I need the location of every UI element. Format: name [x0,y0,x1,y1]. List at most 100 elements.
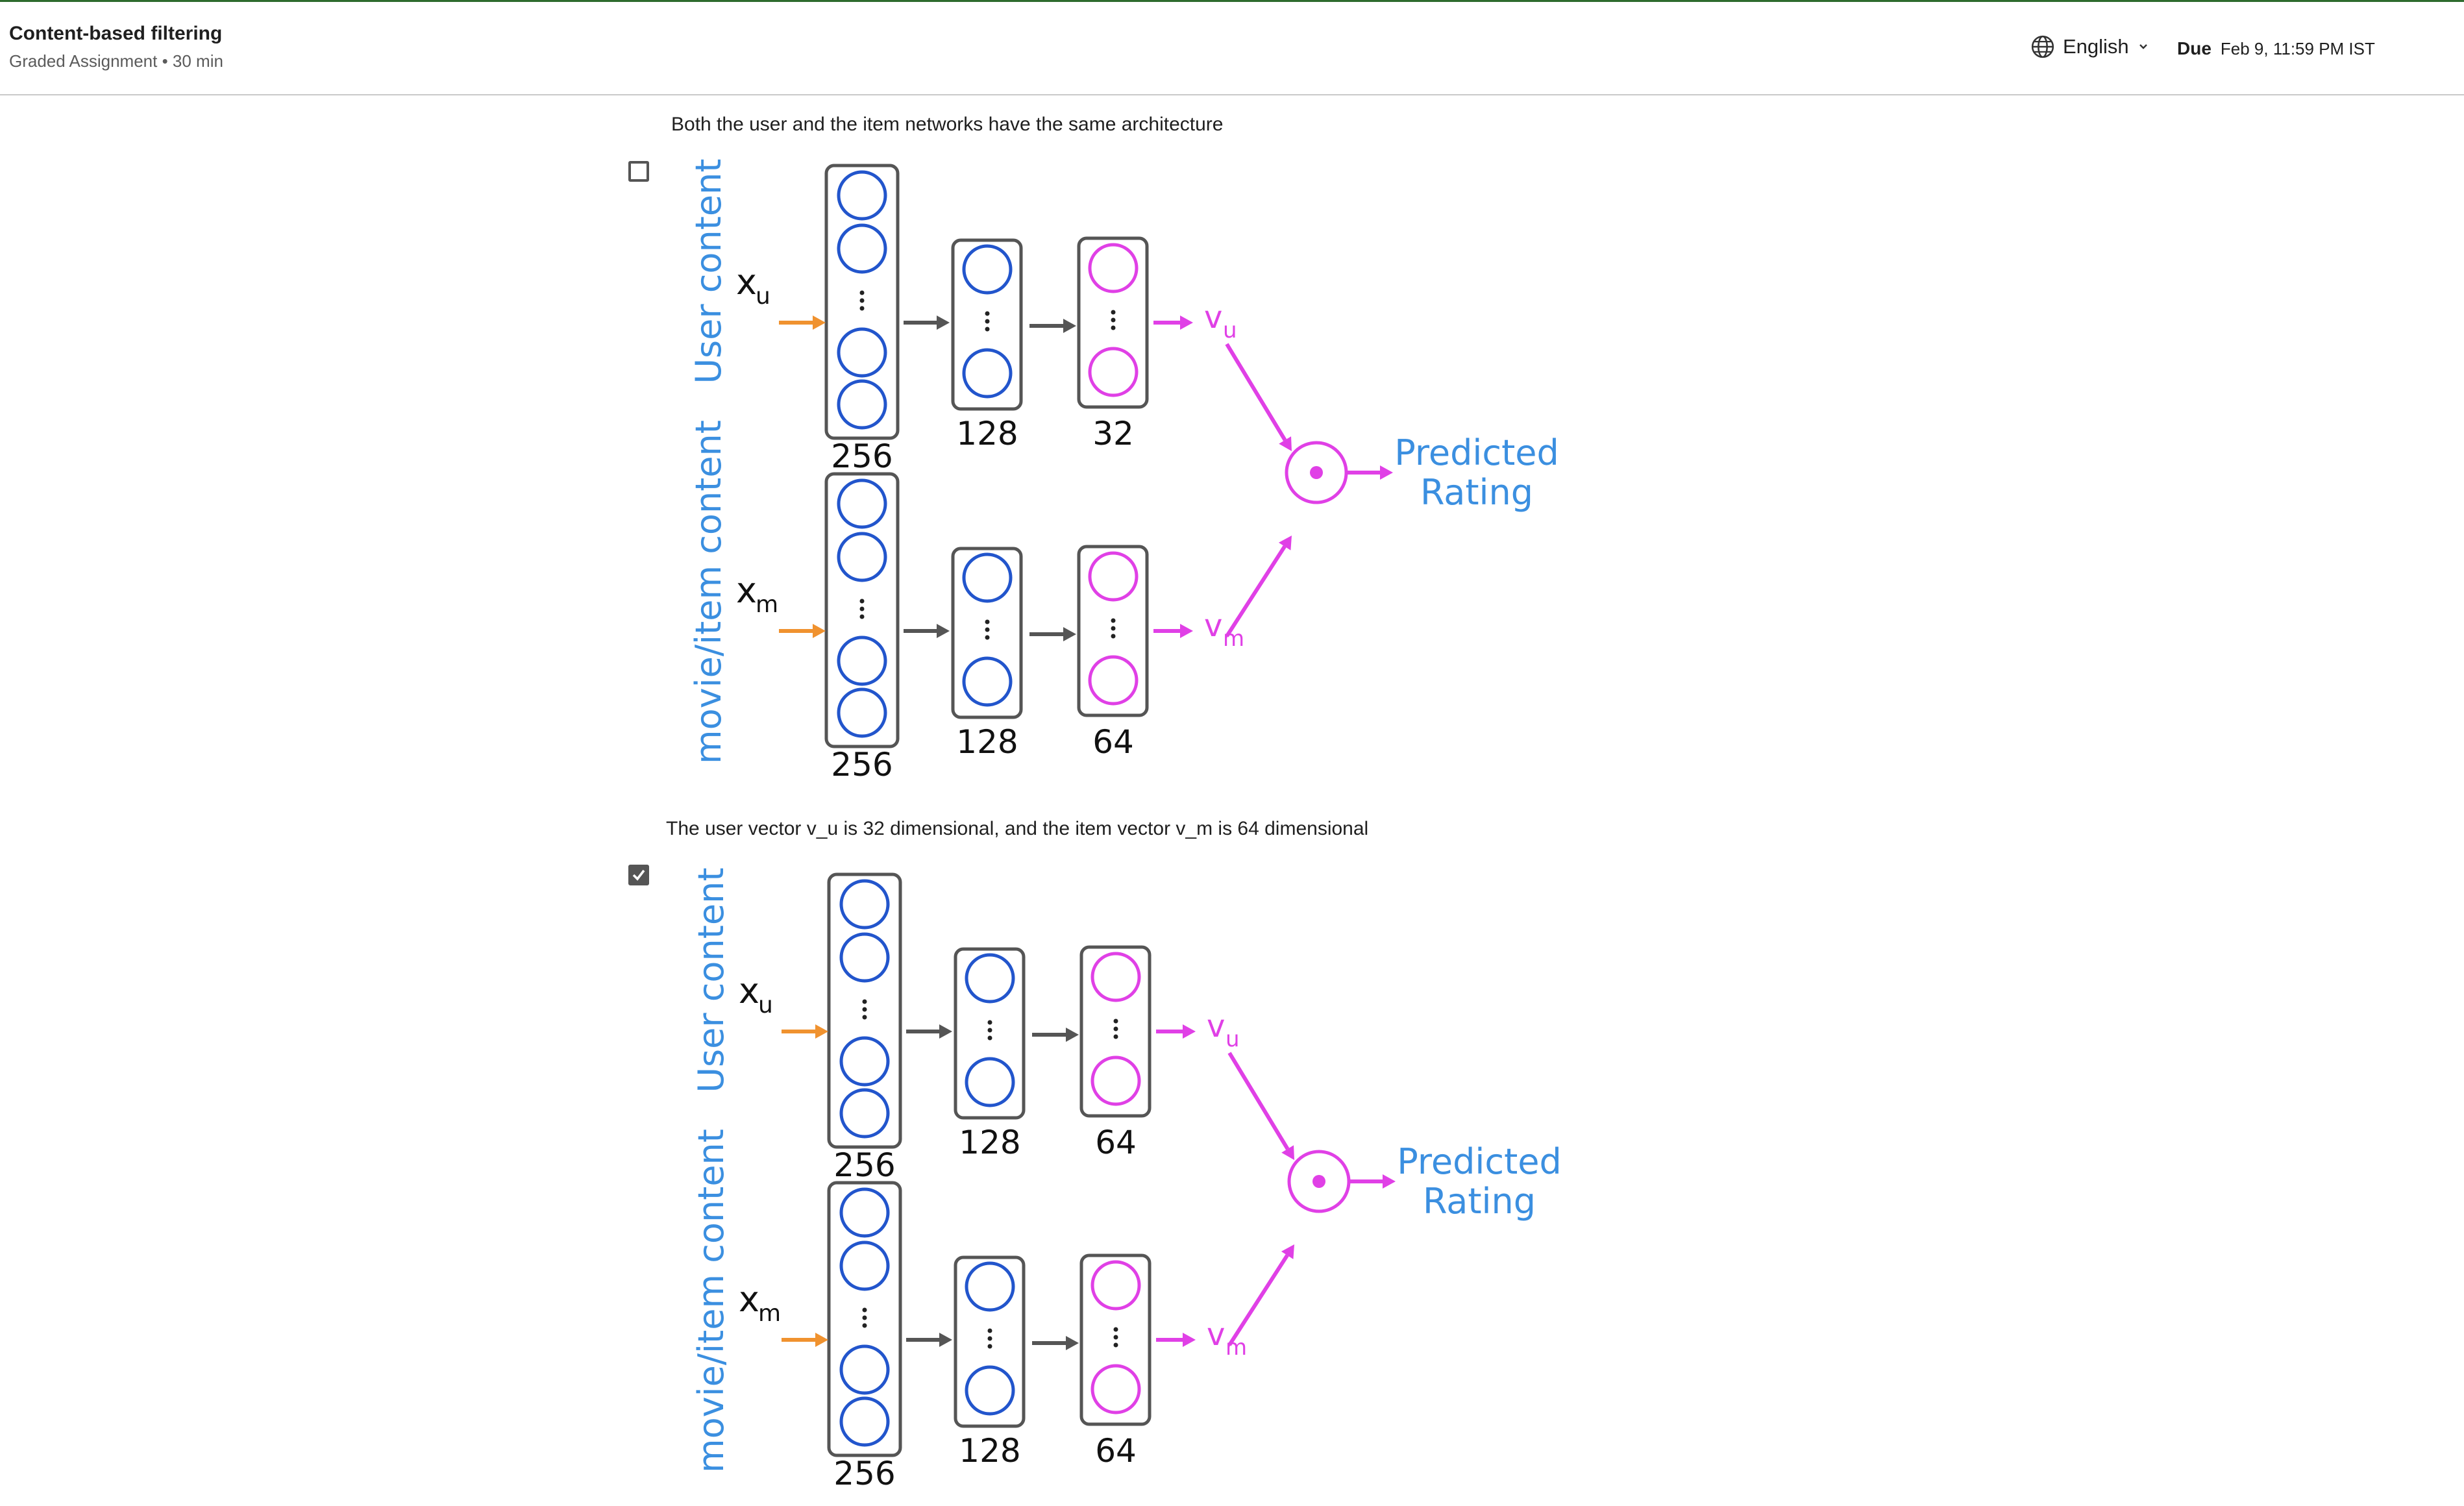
item-tower-layer1-box [824,472,900,748]
item-tower-layer1-box [827,1181,902,1457]
vm-to-dot-arrow [1225,536,1292,637]
user-tower-layer3-size: 32 [1092,415,1134,452]
user-tower-layer1-size: 256 [831,438,893,475]
user-tower-layer2-box [954,947,1026,1120]
option-1-text: Both the user and the item networks have… [671,114,1224,135]
option-2-checkbox[interactable] [628,865,649,885]
user-tower-layer3-box [1079,945,1152,1118]
item-tower-layer2-neuron [965,1261,1015,1312]
user-tower-layer1-neuron [839,879,890,930]
output-arrow [1350,1174,1396,1189]
user-tower-layer1-box [824,164,900,440]
user-tower-layer1-neuron [837,170,887,221]
user-tower-layer2-neuron [962,244,1013,295]
user-tower-layer3-ellipsis [1113,1018,1118,1039]
user-tower-output-arrow [1156,1024,1196,1039]
item-tower-layer3-size: 64 [1092,723,1134,761]
item-tower-layer1-neuron [837,478,887,529]
item-tower-layer2-neuron [965,1365,1015,1416]
user-tower-layer2-box [951,238,1023,411]
option-1-checkbox[interactable] [628,161,649,182]
item-tower-input-subscript: m [756,591,778,618]
vu-to-dot-arrow [1225,343,1292,451]
item-tower-layer3-box [1079,1253,1152,1426]
chevron-down-icon [2139,44,2147,49]
user-tower-layer2-ellipsis [985,311,990,332]
item-tower-output-symbol: v [1204,608,1222,644]
item-tower-layer3-neuron [1090,1260,1141,1311]
item-tower-input-symbol: x [736,570,757,611]
user-tower-layer1-ellipsis [862,999,867,1020]
item-tower-layer2-size: 128 [956,723,1018,761]
user-tower-layer2-neuron [962,348,1013,399]
user-tower-layer1-neuron [837,379,887,430]
user-tower-layer2-neuron [965,1057,1015,1107]
top-accent-line [0,0,2464,2]
item-tower-layer1-neuron [837,636,887,686]
user-tower-input-arrow [782,1024,828,1039]
item-tower-layer1-ellipsis [862,1307,867,1328]
item-tower-layer1-neuron [839,1344,890,1395]
user-tower-layer2-neuron [965,953,1015,1004]
user-tower-layer3-neuron [1090,952,1141,1002]
assignment-meta: Graded Assignment • 30 min [9,51,223,71]
predicted-label: Predicted [1397,1141,1562,1182]
user-content-label: User content [691,868,732,1093]
user-tower-output-subscript: u [1223,317,1237,343]
user-content-label: User content [688,159,729,384]
item-tower-output-subscript: m [1223,626,1244,652]
language-label: English [2063,35,2129,58]
user-tower-layer1-neuron [837,223,887,274]
item-tower-layer3-ellipsis [1111,618,1116,639]
item-tower-layer2-neuron [962,656,1013,707]
page-header: Content-based filtering Graded Assignmen… [0,2,2464,95]
item-tower-layer1-neuron [837,532,887,582]
item-tower-layer2-box [951,547,1023,719]
item-tower-output-arrow [1153,624,1193,638]
user-tower-arrow-2-3 [1029,319,1076,333]
dot-product-node [1285,441,1348,504]
item-tower-layer3-box [1077,545,1149,717]
vu-to-dot-arrow [1227,1052,1294,1160]
dot-product-center [1312,1175,1325,1188]
page-title: Content-based filtering [9,23,223,44]
item-tower-layer1-neuron [837,687,887,738]
rating-label: Rating [1423,1181,1536,1222]
item-tower-output-symbol: v [1207,1316,1225,1353]
item-tower-layer1-size: 256 [833,1455,895,1488]
user-tower-layer1-box [827,872,902,1149]
item-tower-layer2-box [954,1255,1026,1428]
language-selector[interactable]: English [2030,34,2150,59]
item-tower-input-symbol: x [739,1279,759,1320]
user-tower-layer3-box [1077,236,1149,409]
user-tower-layer1-neuron [839,1036,890,1087]
item-tower-layer3-neuron [1088,551,1139,602]
globe-icon [2031,35,2054,58]
user-tower-input-symbol: x [739,970,759,1011]
user-tower-layer3-neuron [1090,1055,1141,1106]
user-tower-layer2-size: 128 [956,415,1018,452]
user-tower-layer2-ellipsis [987,1020,992,1041]
item-tower-output-subscript: m [1226,1335,1247,1361]
user-tower-output-symbol: v [1207,1008,1225,1044]
item-tower-arrow-2-3 [1032,1336,1079,1350]
user-tower-layer2-size: 128 [959,1124,1020,1161]
due-date-value: Feb 9, 11:59 PM IST [2220,39,2375,58]
item-tower-arrow-2-3 [1029,627,1076,641]
item-tower-layer3-size: 64 [1095,1432,1137,1470]
item-tower-layer1-ellipsis [859,599,865,619]
item-tower-layer1-neuron [839,1187,890,1238]
option-2-text: The user vector v_u is 32 dimensional, a… [666,818,1369,839]
user-tower-layer1-size: 256 [833,1146,895,1184]
user-tower-layer3-neuron [1088,347,1139,397]
item-tower-arrow-1-2 [904,624,950,638]
user-tower-arrow-2-3 [1032,1028,1079,1042]
output-arrow [1348,465,1393,480]
user-tower-layer3-size: 64 [1095,1124,1137,1161]
vm-to-dot-arrow [1227,1244,1294,1346]
